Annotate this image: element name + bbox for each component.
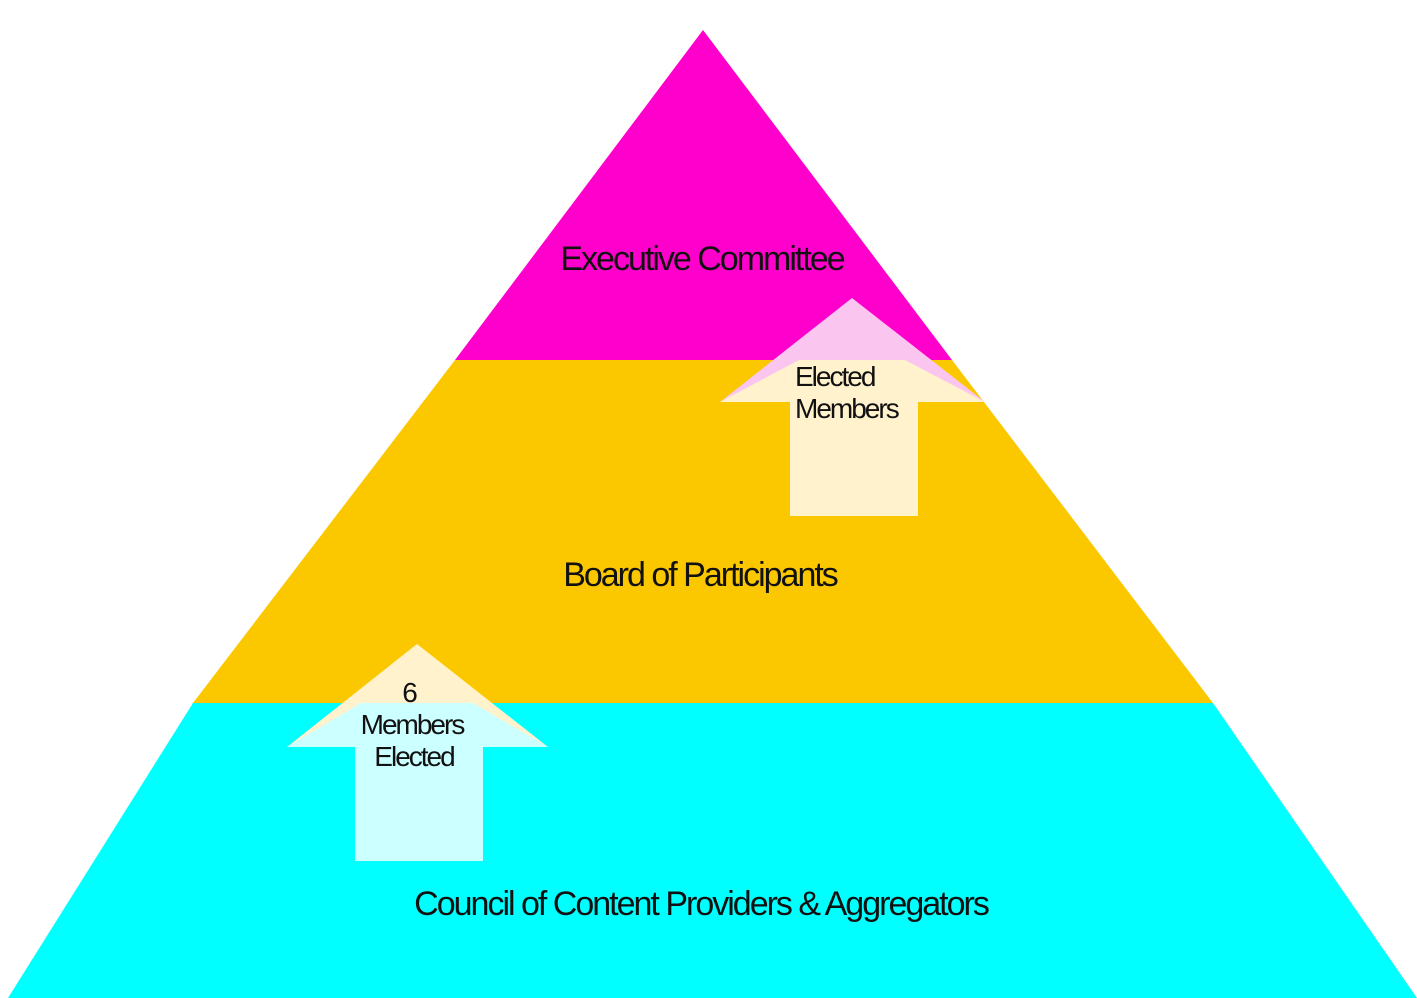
arrow-upper-label-line2: Members [795, 393, 899, 424]
arrow-six-members-elected: 6 Members Elected [287, 644, 548, 861]
tier-middle-board [193, 360, 1213, 703]
tier-top-label: Executive Committee [560, 240, 844, 278]
tier-bottom-label: Council of Content Providers & Aggregato… [414, 885, 989, 923]
arrow-lower-label-line1: 6 [402, 677, 417, 708]
arrow-lower-label-line3: Elected [374, 741, 454, 772]
arrow-lower-label-line2: Members [361, 709, 465, 740]
tier-bottom-council [8, 703, 1417, 998]
arrow-upper-shaft [790, 401, 918, 516]
arrow-lower-head-cyan [287, 703, 548, 747]
arrow-upper-head-yellow [720, 360, 985, 402]
arrow-elected-members: Elected Members [720, 298, 985, 516]
arrow-lower-shaft [355, 746, 483, 861]
tier-middle-label: Board of Participants [563, 556, 838, 594]
tier-top-executive [455, 30, 952, 360]
arrow-upper-label-line1: Elected [795, 361, 875, 392]
